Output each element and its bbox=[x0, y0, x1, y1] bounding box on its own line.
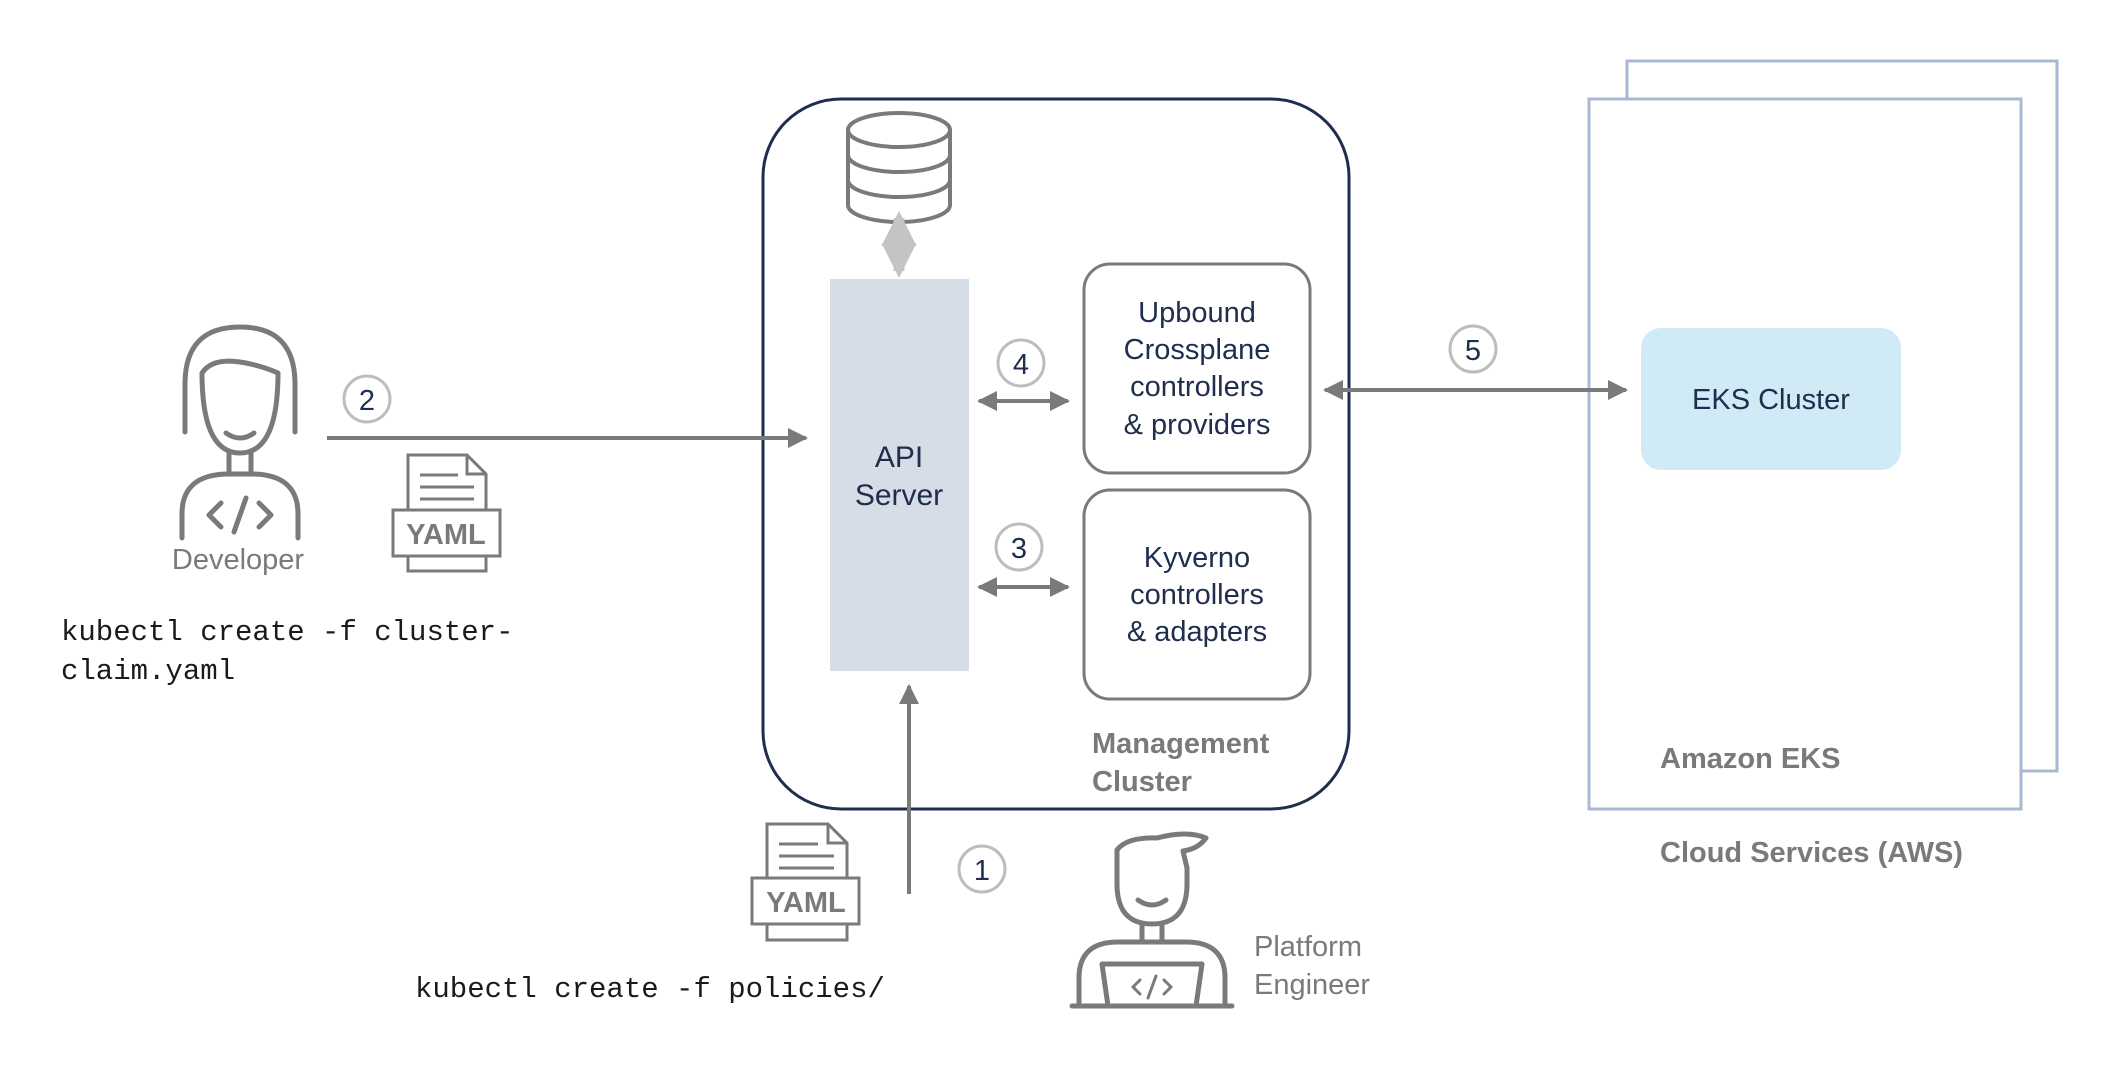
kyverno-box[interactable] bbox=[1082, 488, 1312, 701]
platform-engineer-label-line1: Platform bbox=[1254, 931, 1362, 963]
kyverno-label-line3: & adapters bbox=[1127, 616, 1267, 648]
crossplane-label-line3: controllers bbox=[1130, 371, 1264, 403]
platform-engineer-label-line2: Engineer bbox=[1254, 969, 1370, 1001]
svg-text:5: 5 bbox=[1465, 335, 1481, 367]
developer-command-line1: kubectl create -f cluster- bbox=[61, 616, 513, 649]
crossplane-label-line1: Upbound bbox=[1138, 297, 1256, 329]
svg-text:1: 1 bbox=[974, 855, 990, 887]
step-badge-3: 3 bbox=[994, 522, 1044, 572]
eks-cluster-label: EKS Cluster bbox=[1692, 384, 1850, 416]
management-cluster-label-line2: Cluster bbox=[1092, 766, 1192, 798]
yaml-file-icon bbox=[391, 453, 502, 573]
api-server-label-line1: API bbox=[875, 441, 923, 474]
step-badge-2: 2 bbox=[342, 374, 392, 424]
api-server-box[interactable] bbox=[830, 279, 969, 671]
step-badge-4: 4 bbox=[996, 338, 1046, 388]
yaml-label-developer: YAML bbox=[406, 519, 486, 551]
developer-avatar-icon bbox=[179, 324, 301, 541]
cloud-services-label: Cloud Services (AWS) bbox=[1660, 837, 1963, 869]
kyverno-label-line1: Kyverno bbox=[1144, 542, 1250, 574]
yaml-file-icon bbox=[750, 822, 861, 942]
amazon-eks-label: Amazon EKS bbox=[1660, 743, 1840, 775]
platform-engineer-avatar-icon bbox=[1069, 831, 1235, 1009]
step-badge-5: 5 bbox=[1448, 324, 1498, 374]
svg-text:4: 4 bbox=[1013, 349, 1029, 381]
management-cluster-label-line1: Management bbox=[1092, 728, 1270, 760]
crossplane-label-line2: Crossplane bbox=[1124, 334, 1271, 366]
yaml-label-platform: YAML bbox=[766, 887, 846, 919]
crossplane-box[interactable] bbox=[1082, 262, 1312, 475]
developer-command-line2: claim.yaml bbox=[61, 655, 235, 688]
kyverno-label-line2: controllers bbox=[1130, 579, 1264, 611]
crossplane-label-line4: & providers bbox=[1124, 409, 1271, 441]
svg-text:3: 3 bbox=[1011, 533, 1027, 565]
developer-label: Developer bbox=[172, 544, 305, 576]
svg-text:2: 2 bbox=[359, 385, 375, 417]
step-badge-1: 1 bbox=[957, 844, 1007, 894]
api-server-label-line2: Server bbox=[855, 479, 943, 512]
eks-cluster-box[interactable] bbox=[1641, 328, 1901, 470]
platform-command: kubectl create -f policies/ bbox=[415, 973, 885, 1006]
